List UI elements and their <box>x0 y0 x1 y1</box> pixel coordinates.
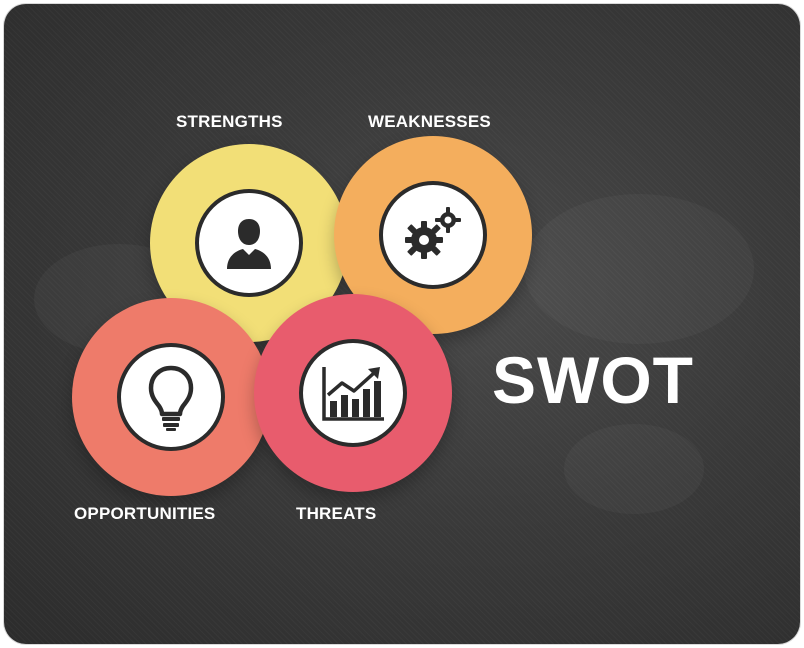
weaknesses-circle <box>334 136 532 334</box>
lightbulb-icon <box>148 365 194 431</box>
swot-title: SWOT <box>492 343 694 417</box>
background-map-shape <box>564 424 704 514</box>
swot-card: STRENGTHS WEAKNESSES OPPORTUNITIES THREA… <box>4 4 800 644</box>
weaknesses-label: WEAKNESSES <box>368 112 491 131</box>
opportunities-icon-badge <box>117 343 225 451</box>
strengths-icon-badge <box>195 189 303 297</box>
gears-icon <box>405 207 461 259</box>
weaknesses-icon-badge <box>379 181 487 289</box>
opportunities-label: OPPORTUNITIES <box>74 504 216 523</box>
threats-circle <box>254 294 452 492</box>
threats-icon-badge <box>299 339 407 447</box>
person-icon <box>227 219 271 269</box>
growth-chart-icon <box>322 367 384 421</box>
opportunities-circle <box>72 298 270 496</box>
background-map-shape <box>524 194 754 344</box>
threats-label: THREATS <box>296 504 377 523</box>
strengths-label: STRENGTHS <box>176 112 283 131</box>
